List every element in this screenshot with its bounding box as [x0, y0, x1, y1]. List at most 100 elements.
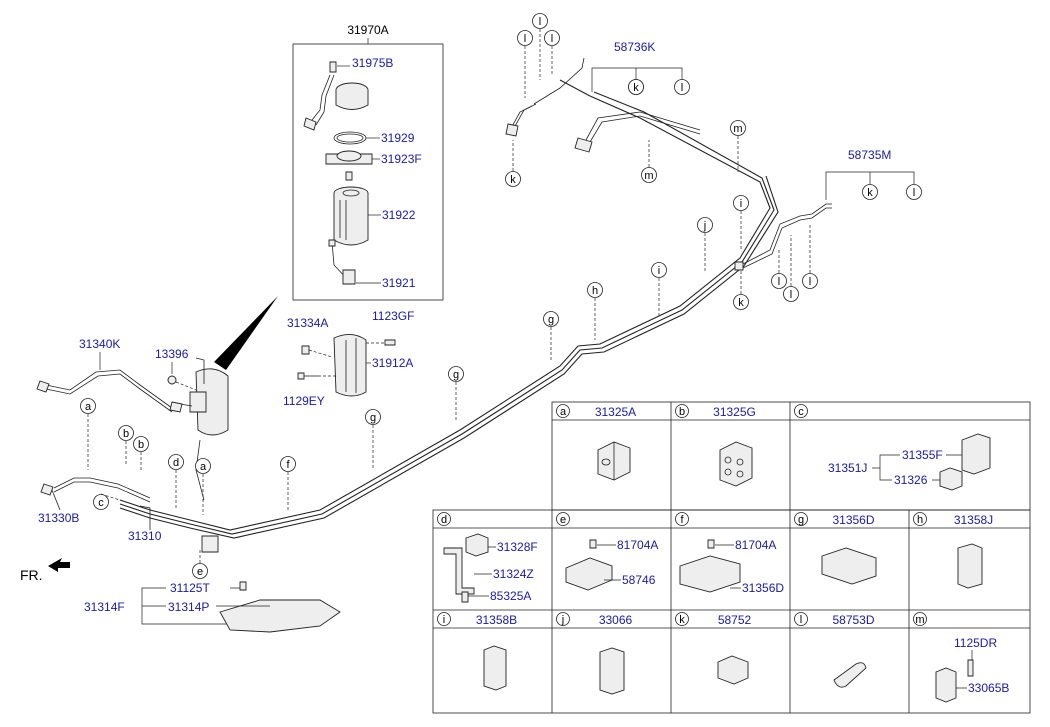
- callout-l: l: [906, 184, 922, 200]
- callout-b: b: [118, 425, 134, 466]
- label-31923F: 31923F: [381, 152, 422, 166]
- callout-l: l: [517, 30, 533, 98]
- front-label: FR.: [20, 567, 43, 583]
- filter-head: [335, 90, 369, 110]
- cell-j-part: [599, 647, 625, 695]
- label-58746: 58746: [622, 573, 656, 587]
- clamp-31355F: [961, 433, 991, 475]
- cell-g-part: [821, 547, 877, 585]
- filter-assembly: [195, 368, 229, 436]
- label-31125T: 31125T: [170, 581, 210, 595]
- label-31975B: 31975B: [352, 56, 393, 70]
- callout-letter: l: [913, 187, 915, 199]
- table-letter: e: [560, 514, 566, 526]
- label-31326: 31326: [894, 473, 928, 487]
- callout-letter: b: [123, 428, 129, 440]
- table-letter: g: [798, 514, 804, 526]
- bracket-31324Z: [443, 547, 475, 595]
- location-callouts: abbcdaefggghijimmkklllllkkllll: [80, 13, 922, 579]
- callout-b: b: [133, 436, 149, 470]
- callout-m: m: [730, 120, 746, 172]
- callout-l: l: [802, 225, 818, 289]
- label-31328F: 31328F: [497, 540, 538, 554]
- clamp-33065B: [935, 667, 957, 703]
- callout-g: g: [543, 311, 559, 362]
- table-letter: c: [798, 406, 804, 418]
- callout-letter: k: [738, 297, 744, 309]
- bleeder-screw: [329, 61, 337, 73]
- quick-connector-mid: [574, 137, 593, 153]
- callout-letter: l: [539, 16, 541, 28]
- label-13396: 13396: [155, 347, 189, 361]
- callout-c: c: [93, 493, 127, 510]
- cell-m-parts: 1125DR 33065B: [935, 636, 1009, 703]
- table-header-c: c: [794, 404, 808, 418]
- clamp-31356D-f: [679, 555, 741, 593]
- callout-g: g: [365, 409, 381, 468]
- table-part-number: 58753D: [832, 613, 874, 627]
- bolt-31125T: [239, 581, 247, 591]
- callout-letter: m: [733, 123, 742, 135]
- clamp-58746: [565, 557, 613, 591]
- label-31330B: 31330B: [38, 511, 79, 525]
- table-part-number: 31325A: [595, 405, 636, 419]
- callout-letter: a: [85, 401, 92, 413]
- callout-l: l: [771, 250, 787, 289]
- table-letter: h: [917, 514, 923, 526]
- callout-letter: d: [173, 457, 179, 469]
- label-31340K: 31340K: [79, 337, 120, 351]
- callout-d: d: [168, 454, 184, 510]
- callout-letter: l: [551, 33, 553, 45]
- label-f-31356D: 31356D: [742, 581, 784, 595]
- label-31351J: 31351J: [828, 461, 867, 475]
- callout-letter: i: [658, 265, 660, 277]
- callout-a: a: [80, 398, 96, 470]
- quick-connector-right: [734, 261, 744, 271]
- callout-m: m: [641, 140, 657, 183]
- left-assembly-group: 31340K 13396 31330B 31310: [36, 337, 229, 553]
- callout-e: e: [192, 548, 208, 579]
- filter-bracket: [333, 334, 367, 397]
- table-letter: m: [915, 614, 924, 626]
- label-1129EY: 1129EY: [283, 394, 325, 408]
- callout-k: k: [628, 79, 644, 95]
- callout-letter: h: [592, 285, 598, 297]
- callout-l: l: [544, 30, 560, 75]
- callout-letter: k: [633, 82, 639, 94]
- nut: [301, 345, 310, 355]
- cell-i-part: [483, 645, 507, 691]
- table-header-l: l 58753D: [794, 612, 875, 627]
- table-header-d: d: [437, 512, 451, 526]
- filter-bracket-group: 31334A 1123GF 31912A 1129EY: [283, 309, 414, 408]
- table-letter: i: [443, 614, 445, 626]
- table-header-e: e: [556, 512, 570, 526]
- callout-letter: a: [200, 461, 207, 473]
- callout-l: l: [674, 79, 690, 95]
- label-1125DR: 1125DR: [954, 636, 997, 650]
- label-58735M: 58735M: [848, 148, 891, 162]
- table-part-number: 31356D: [832, 513, 874, 527]
- water-sensor: [342, 269, 356, 285]
- table-letter: k: [679, 614, 685, 626]
- callout-letter: k: [867, 187, 873, 199]
- filter-cartridge: [333, 193, 369, 246]
- cell-c-parts: 31351J 31355F 31326: [828, 433, 991, 491]
- filter-box-frame: [292, 43, 444, 301]
- callout-letter: e: [197, 566, 203, 578]
- label-58736K: 58736K: [614, 40, 655, 54]
- clamp-31326: [939, 467, 963, 491]
- table-letter: l: [800, 614, 802, 626]
- label-31310: 31310: [128, 529, 162, 543]
- line-labels: 58736K 58735M: [591, 40, 915, 200]
- heat-shield-group: 31125T 31314F 31314P: [84, 581, 341, 633]
- callout-letter: g: [548, 314, 554, 326]
- label-31921: 31921: [382, 276, 416, 290]
- bolt-1125DR: [967, 659, 974, 677]
